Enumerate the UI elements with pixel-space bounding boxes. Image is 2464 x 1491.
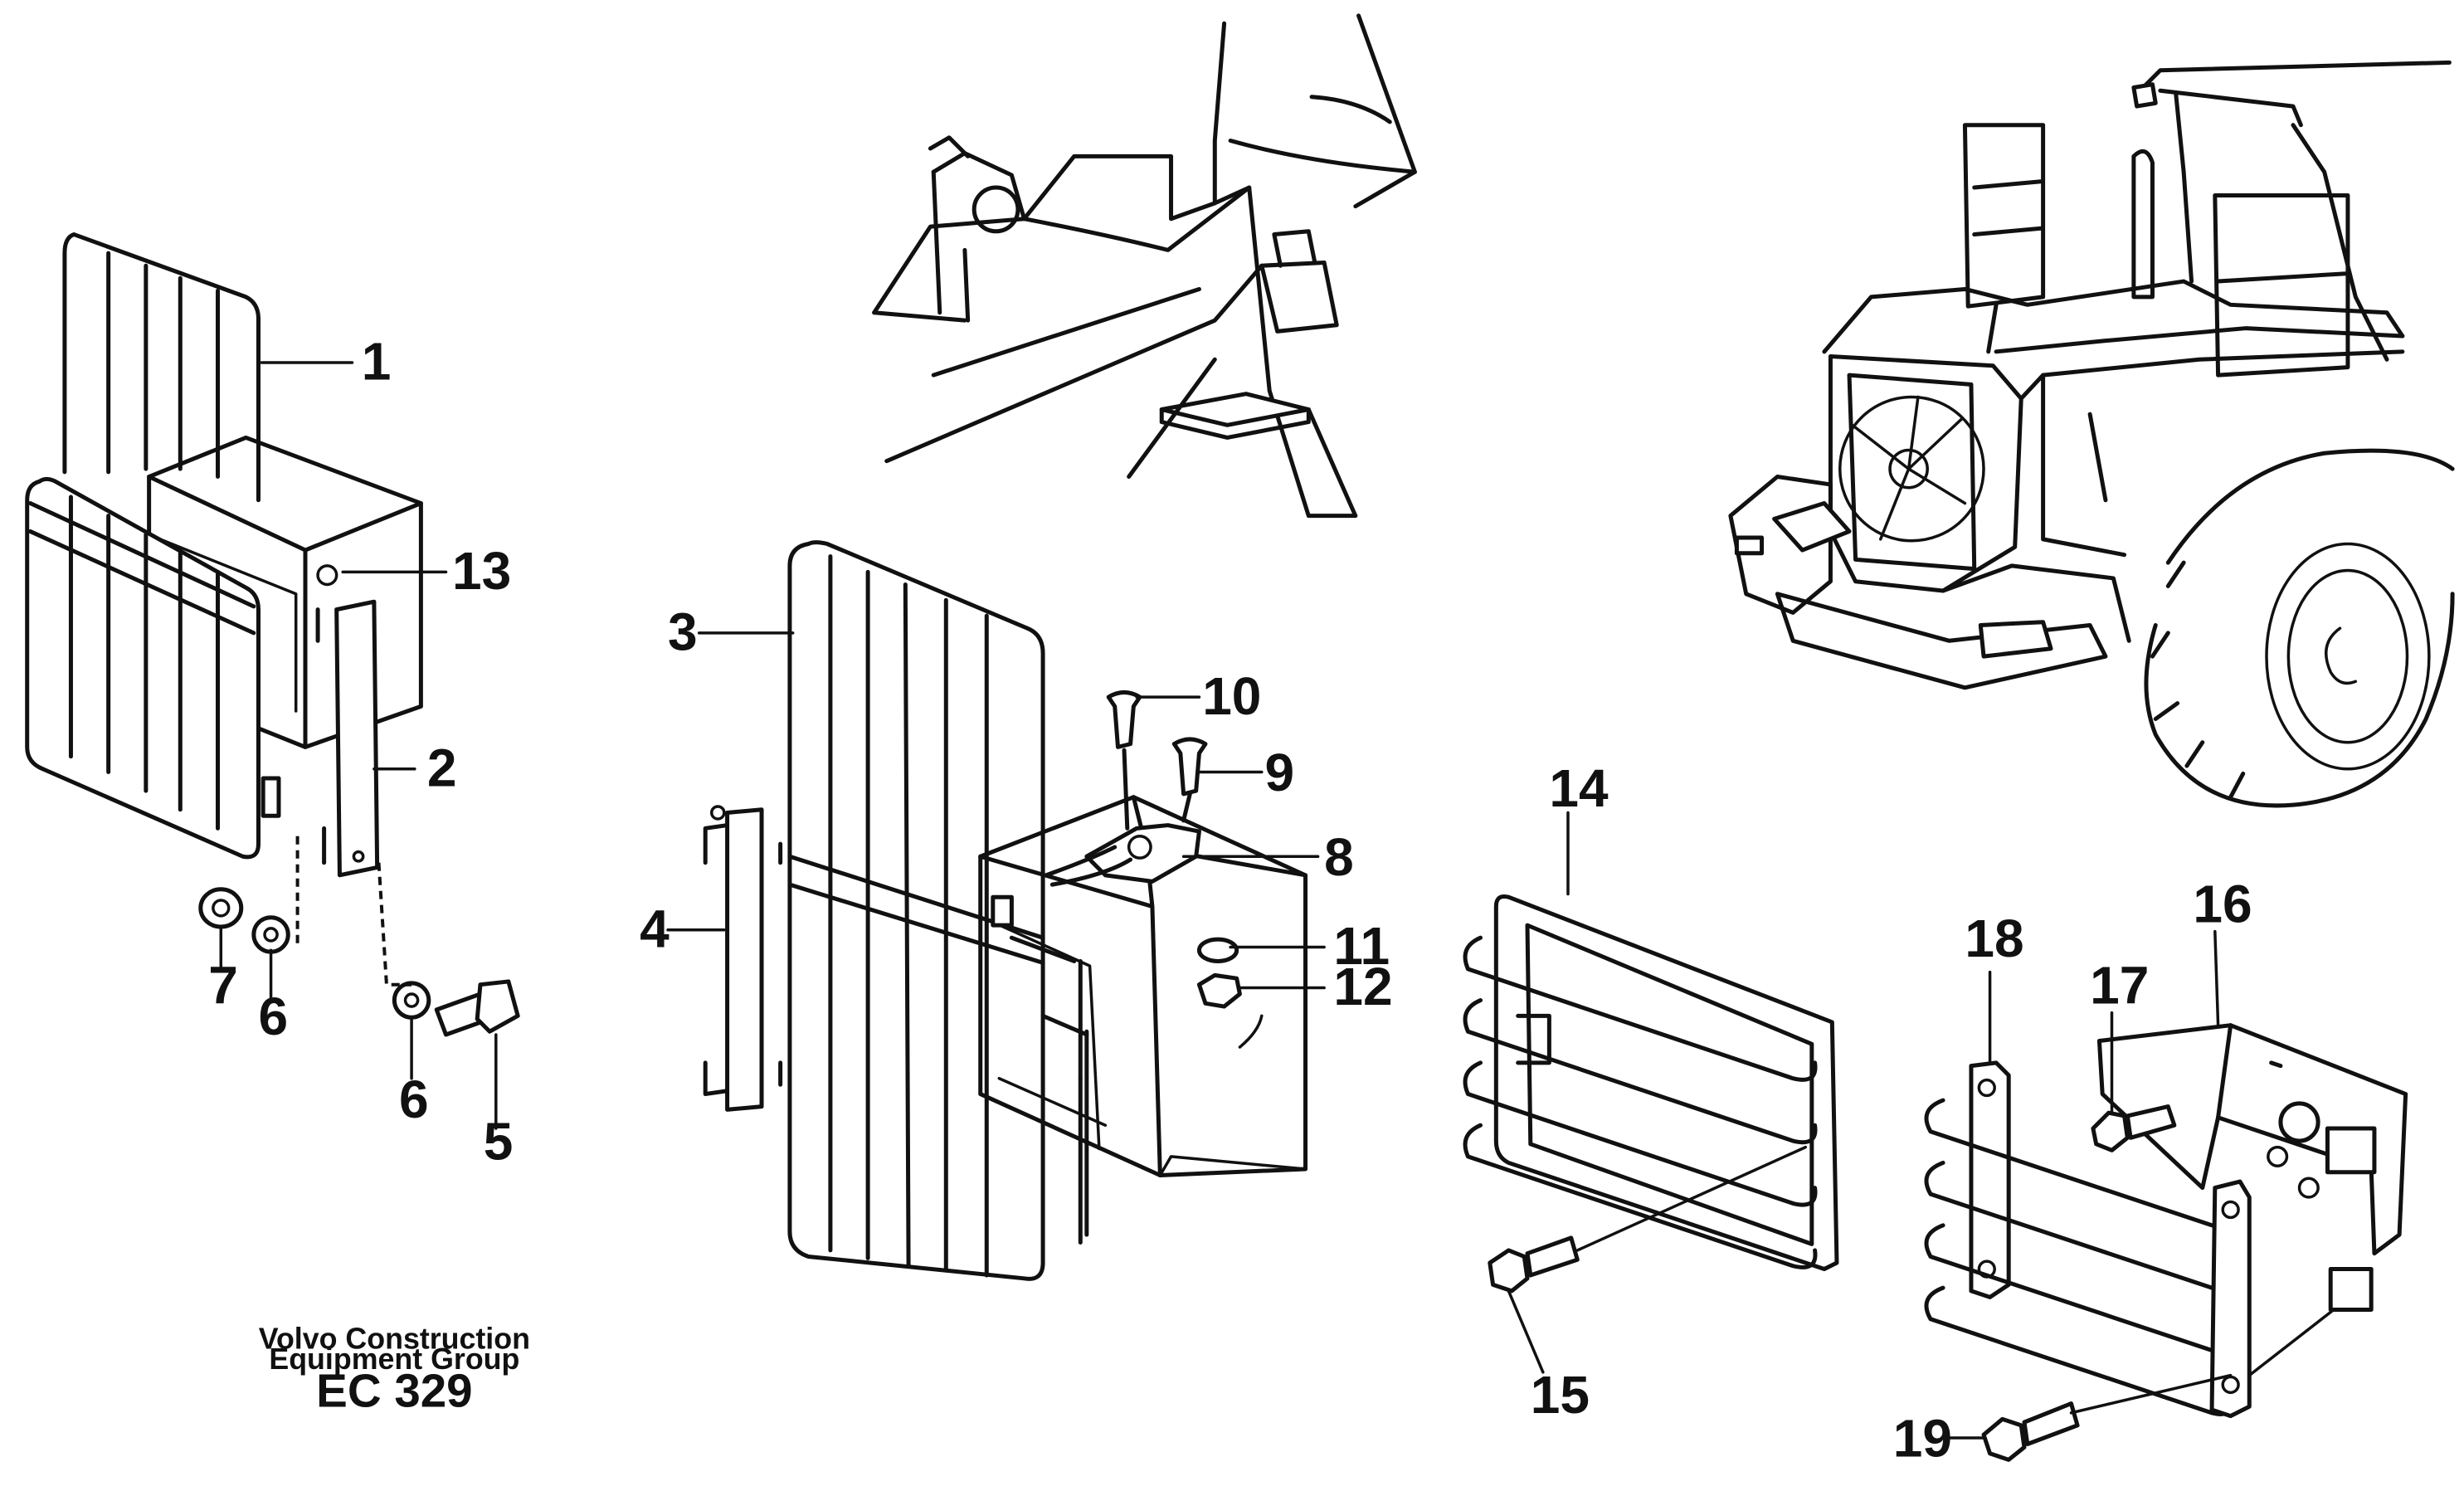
callout-labels: 1 2 3 4 5 6 6 7 8 9 10 11 12 13 14 15 16… — [208, 332, 2252, 1469]
caption-line-1: Volvo Construction — [259, 1323, 530, 1356]
callout-5: 5 — [484, 1112, 514, 1172]
callout-6b: 6 — [399, 1070, 429, 1129]
callout-1: 1 — [362, 332, 392, 392]
center-assembly — [668, 543, 1324, 1279]
callout-6a: 6 — [258, 987, 288, 1046]
callout-17: 17 — [2090, 955, 2149, 1015]
machine-detail-view — [874, 16, 1415, 516]
callout-18: 18 — [1965, 909, 2023, 968]
callout-2: 2 — [427, 738, 457, 797]
callout-19: 19 — [1893, 1409, 1952, 1469]
callout-7: 7 — [208, 955, 238, 1015]
callout-13: 13 — [452, 541, 511, 601]
left-assembly — [27, 235, 518, 1128]
caption-code: EC 329 — [316, 1364, 472, 1416]
caption-line-2: Equipment Group — [269, 1342, 519, 1376]
callout-8: 8 — [1324, 827, 1354, 887]
callout-15: 15 — [1531, 1365, 1590, 1425]
callout-11: 11 — [1333, 916, 1390, 976]
light-guard-bracket-assembly — [1926, 932, 2406, 1460]
callout-4: 4 — [640, 899, 670, 958]
callout-3: 3 — [668, 602, 698, 662]
caption-block: Volvo Construction Equipment Group EC 32… — [259, 1323, 530, 1417]
wheel-loader-view — [1731, 62, 2452, 806]
lamp-guard-assembly — [1465, 812, 1837, 1372]
callout-9: 9 — [1265, 743, 1295, 802]
callout-10: 10 — [1202, 666, 1261, 726]
callout-14: 14 — [1549, 758, 1609, 818]
callout-16: 16 — [2193, 874, 2252, 933]
callout-12: 12 — [1333, 957, 1392, 1016]
